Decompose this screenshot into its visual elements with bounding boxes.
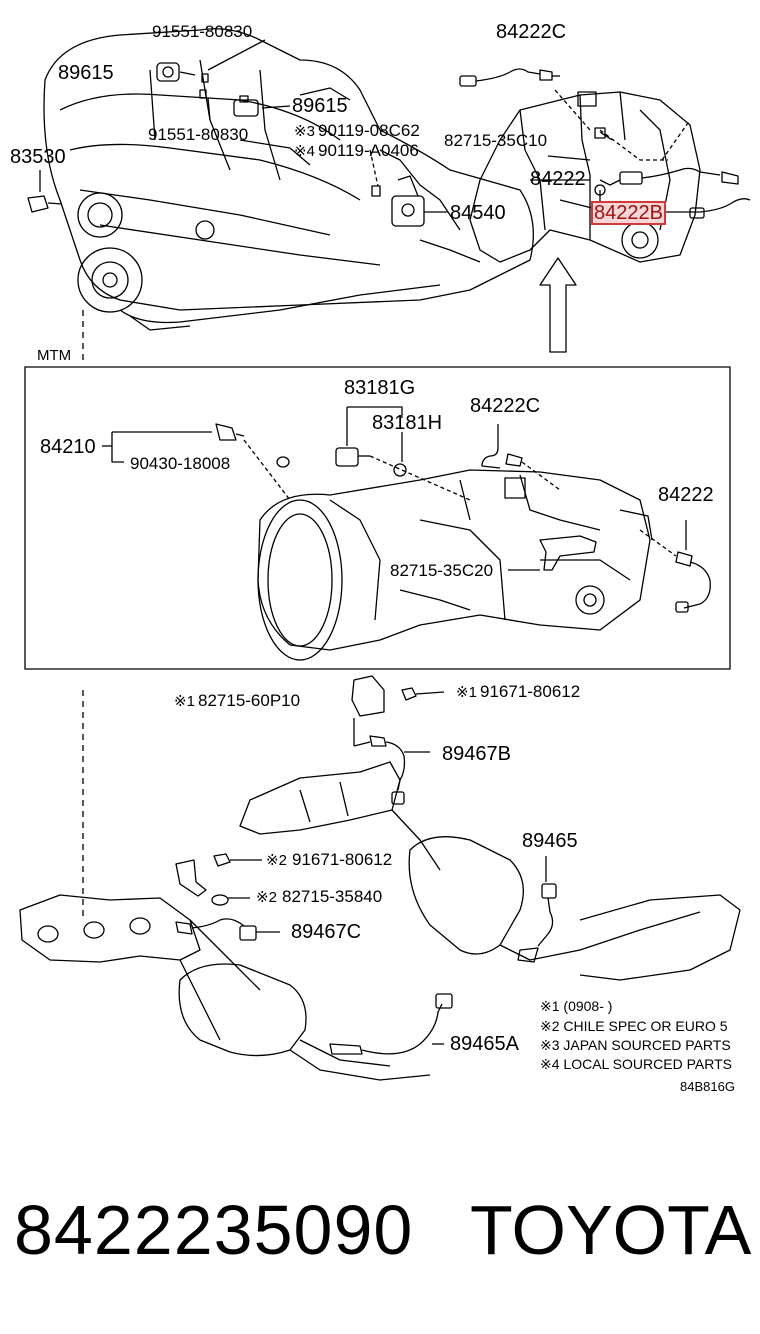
- bracket-82715-35c20-shape: [508, 535, 597, 571]
- label-91551-80830-top[interactable]: 91551-80830: [152, 22, 253, 41]
- bracket-82715-35840-shape: [175, 859, 250, 906]
- label-83181h[interactable]: 83181H: [372, 412, 443, 434]
- mark-1-bolt: ※1: [456, 684, 477, 701]
- sensor-84222-box-shape: [675, 551, 711, 613]
- engine-illustration: [43, 28, 534, 331]
- label-83181g[interactable]: 83181G: [344, 377, 416, 399]
- exhaust-manifold-right: [239, 761, 441, 871]
- sensor-84222c-top-shape: [459, 68, 560, 87]
- bolt-91671-top-shape: [401, 687, 445, 701]
- sensor-89465a-shape: [329, 993, 453, 1055]
- label-84222-top[interactable]: 84222: [530, 168, 586, 190]
- label-89615-left[interactable]: 89615: [58, 62, 114, 84]
- sensor-89465-shape: [517, 856, 557, 963]
- manual-transmission-illustration: [257, 469, 653, 661]
- sensor-84210-shape: [215, 423, 245, 441]
- sensor-89467b-shape: [369, 735, 430, 805]
- footer-brand: TOYOTA: [470, 1191, 752, 1269]
- sensor-84540-shape: [371, 175, 448, 227]
- sensor-84222b-shape: [662, 198, 751, 219]
- label-84222c-top[interactable]: 84222C: [496, 21, 567, 43]
- sensor-83530-shape: [27, 195, 63, 213]
- note-3: ※3 JAPAN SOURCED PARTS: [540, 1037, 731, 1053]
- mark-1-bracket: ※1: [174, 693, 195, 710]
- label-89465a[interactable]: 89465A: [450, 1033, 519, 1055]
- label-84222-box[interactable]: 84222: [658, 484, 714, 506]
- sensor-89467c-shape: [175, 918, 280, 941]
- bolt-91671-mid-shape: [213, 853, 262, 867]
- footer-part-number: 8422235090: [14, 1191, 414, 1269]
- catalytic-converter-right: [408, 836, 741, 981]
- exhaust-manifold-left: [19, 894, 261, 1041]
- parts-diagram: [19, 28, 751, 1081]
- sensor-84222c-box-shape: [481, 424, 523, 469]
- label-89465[interactable]: 89465: [522, 830, 578, 852]
- label-82715-60p10[interactable]: 82715-60P10: [198, 691, 301, 710]
- label-84210[interactable]: 84210: [40, 436, 96, 458]
- note-1: ※1 (0908- ): [540, 998, 613, 1014]
- label-84222c-box[interactable]: 84222C: [470, 395, 541, 417]
- sensor-89615-left-shape: [156, 62, 180, 82]
- mark-2-bolt: ※2: [266, 852, 287, 869]
- mark-4-top: ※4: [294, 143, 315, 160]
- bracket-82715-60p10-shape: [351, 675, 385, 747]
- label-90119-08c62[interactable]: 90119-08C62: [318, 121, 420, 140]
- label-84222b-highlighted[interactable]: 84222B: [591, 201, 666, 225]
- label-89467b[interactable]: 89467B: [442, 743, 511, 765]
- label-90119-a0406[interactable]: 90119-A0406: [318, 141, 419, 160]
- sensor-84222-top-shape: [619, 167, 739, 185]
- note-2: ※2 CHILE SPEC OR EURO 5: [540, 1018, 728, 1034]
- label-83530[interactable]: 83530: [10, 146, 66, 168]
- label-91551-80830-mid[interactable]: 91551-80830: [148, 125, 249, 144]
- catalytic-converter-left: [178, 963, 431, 1081]
- mark-2-bracket: ※2: [256, 889, 277, 906]
- mark-3-top: ※3: [294, 123, 315, 140]
- label-82715-35840[interactable]: 82715-35840: [282, 887, 383, 906]
- sensor-83181-shape: [335, 447, 407, 477]
- note-4: ※4 LOCAL SOURCED PARTS: [540, 1056, 732, 1072]
- label-89615-right[interactable]: 89615: [292, 95, 348, 117]
- label-89467c[interactable]: 89467C: [291, 921, 362, 943]
- label-91671-80612-mid[interactable]: 91671-80612: [292, 850, 393, 869]
- sensor-89615-right-shape: [233, 95, 259, 117]
- label-82715-35c20[interactable]: 82715-35C20: [390, 561, 494, 580]
- diagram-code: 84B816G: [680, 1079, 735, 1094]
- mtm-box: [24, 366, 731, 670]
- gasket-90430-shape: [276, 456, 290, 468]
- label-mtm: MTM: [37, 347, 72, 364]
- label-84540[interactable]: 84540: [450, 202, 506, 224]
- label-91671-80612-top[interactable]: 91671-80612: [480, 682, 581, 701]
- up-arrow-shape: [539, 257, 577, 353]
- label-82715-35c10[interactable]: 82715-35C10: [444, 131, 548, 150]
- label-90430-18008[interactable]: 90430-18008: [130, 454, 231, 473]
